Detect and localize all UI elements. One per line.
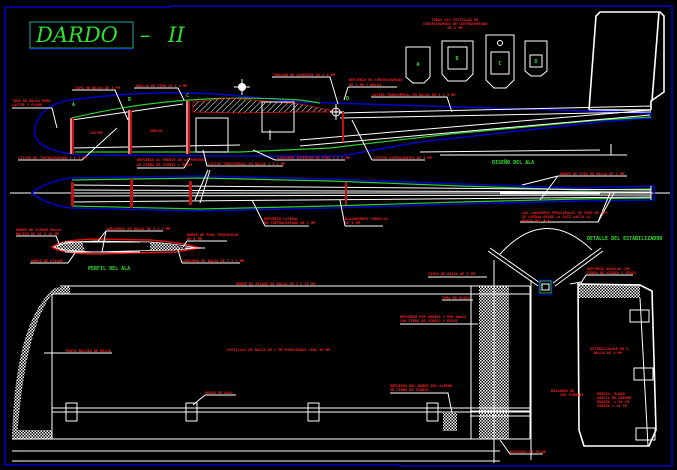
rib-template-d [524,40,548,77]
label-spar-caps-3: PUNTA DEL ALA [522,219,550,223]
label-dowel: TUBO DE GUIAS [442,296,470,300]
drawing-title: DARDO [35,23,118,47]
zone-middle-label: SERVOS [150,129,163,133]
label-leading-edge-2: MACIZA DE 10 X 10 MM [16,232,59,236]
wing-profile: BORDE DE ATAQUE BALSA MACIZA DE 10 X 10 … [16,227,244,272]
label-root-rib-1: REFUERZO POR ARRIBA Y POR ABAJO [400,315,466,319]
label-aileron-2: EN FIBRA DE VIDRIO [390,388,429,392]
label-spar-caps-2: SE UNIRAN DESDE LA RAIZ HASTA LA [522,215,591,219]
rib-template-b-letter: B [455,56,458,62]
stabilizer-detail: DETALLE DEL ESTABILIZADOR REFUERZO ANGUL… [487,228,663,447]
label-joint-2: FIBRA DE VIDRIO Y EPOXI [587,271,636,275]
label-wing-mount-1: ALOJAMIENTO TORNILLO [345,217,388,221]
label-surface-2: BALSA DE 4 MM [594,351,622,355]
label-specs-2: ANGULO DE DIEDRO [597,396,631,400]
label-leading-edge-1: BORDE DE ATAQUE BALSA [16,228,61,232]
label-spar-web-1: REFUERZO LATERAL [264,217,298,221]
rib-template-b [441,40,474,82]
rib-template-d-letter: D [534,59,537,65]
label-wing-tube: TUBULAR DE ALUMINIO 20 X 1 MM [273,73,335,77]
title-dash: – [140,23,151,47]
fuselage-side-view: A B C D LASTRE SERVOS TAPA DE BALSA PARA… [12,73,652,169]
label-stab-hinge-2: LOS TIMONES [560,393,584,397]
label-spar: LARGUEROS EN BALSA DE 3 X 3 MM [106,227,170,231]
label-wing-plate-2: DE 3 MM Y BALSA [349,83,381,87]
label-tip: PUNTA MACIZA DE BALSA [66,349,111,353]
wing-profile-heading: PERFIL DEL ALA [88,266,130,272]
templates-note-3: DE 3 MM [448,26,463,30]
rib-templates: TODAS LAS COSTILLAS DE CONTRACHAPADO DE … [405,18,548,89]
rib-template-c [485,34,515,89]
title-suffix: II [167,23,185,47]
stabilizer-heading: DETALLE DEL ESTABILIZADOR [587,236,663,242]
drawing-border [4,5,673,467]
wing-panel: BORDE DE ATAQUE DE BALSA DE 5 X 10 MM PU… [12,260,547,463]
label-hinge: BISAGRAS DE MYLAR [510,450,547,454]
label-surface-1: ESTABILIZADOR EN V [590,347,629,351]
label-te-stringer: LARGUERO EN BALSA DE 3 X 3 MM [182,259,244,263]
label-joint-1: REFUERZO ANGULAR CON [587,267,630,271]
label-servo-tray-2: EN FIBRA DE VIDRIO Y EPOXI [137,163,193,167]
label-spar-web-2: EN CONTRACHAPADO DE 1 MM [264,221,315,225]
label-spar-caps-1: LOS LARGUEROS PRINCIPALES DE PINO DE 3X3 [522,211,608,215]
label-specs-1: PERFIL: PLANO [597,392,625,396]
rib-template-a [405,46,431,84]
label-tail-boom: LOCERA TRANSVERSAL EN BALSA DE 3 X 3 MM [372,93,456,97]
rib-template-c-letter: C [498,61,501,67]
zone-front-label: LASTRE [90,131,103,135]
rib-template-a-letter: A [416,62,419,68]
crosshair-icon [234,79,250,95]
fuselage-letter-c: C [186,93,189,99]
title-block: DARDO – II [29,21,185,50]
vertical-fin [588,11,665,111]
label-nose-block-1: TAPA DE BALSA PARA [12,99,51,103]
fuselage-letter-b: B [128,97,131,103]
templates-note-1: TODAS LAS COSTILLAS DE [431,18,478,22]
label-bottom-stringer: LISTON DE CONTRACHAPADO 3 X 3 MM [18,156,87,160]
label-rear-tube-1: TOCHO DE BALSA DE 8 MM [428,272,475,276]
label-servo-pivot: LISTON TRANSVERSAL EN BALSA 3 X 3 MM [208,162,285,166]
wing-plan-heading: DISEÑO DEL ALA [492,159,534,166]
label-dihedral-joiner: UNION DE ALAS [205,391,233,395]
label-te-sheeting-2: DE 6 MM [187,237,202,241]
label-le-sheeting: BORDE DE ATAQUE [31,259,63,263]
label-lower-stringer: LARGUERO INFERIOR DE PINO 3 X 3 MM [277,156,350,160]
templates-note-2: CONTRACHAPADO DE CONTRACHAPADO [423,22,487,26]
label-root-rib-2: CON FIBRA DE VIDRIO Y EPOXI [400,319,458,323]
fuselage-letter-d: D [346,96,349,102]
fuselage-letter-a: A [72,102,75,108]
label-stab-hinge-1: BISAGRAS DE [551,389,575,393]
label-balsa-top: TAPA DE BALSA DE 3 MM [75,86,120,90]
label-servo-tray-1: REFUERZO AL FRENTE DE LA PUNTERA [137,158,206,162]
label-specs-4: CUERDA = 14 CM [597,404,627,408]
label-aileron-1: REFUERZO DEL BORDE DEL ALERON [390,384,452,388]
label-rear-stringer: LISTON CONTRAVENTEO DE 3 MM [374,156,432,160]
label-nose-block-2: LASTRE Y PLOMO [12,103,42,107]
label-ribs-note: COSTILLAS DE BALSA DE 2 MM ESPACIADAS CA… [227,348,330,352]
label-top-sheet: BORDE DE ATAQUE DE BALSA DE 5 X 10 MM [236,282,315,286]
wing-top-view: REFUERZO LATERAL EN CONTRACHAPADO DE 1 M… [10,169,670,227]
label-trailing-edge: BORDE DE FUGA DE BALSA DE 3 MM [560,172,624,176]
label-wing-plate-1: REFUERZO EN CONTRACHAPADO [349,78,403,82]
label-te-sheeting-1: BORDE DE FUGA TRIANGULAR [187,233,239,237]
label-ply-ring: ANILLO DE PINO 20 X 4 MM [136,84,187,88]
label-wing-mount-2: DE 3 MM [345,221,360,225]
label-specs-3: ENVERG. = 50 CM [597,400,629,404]
